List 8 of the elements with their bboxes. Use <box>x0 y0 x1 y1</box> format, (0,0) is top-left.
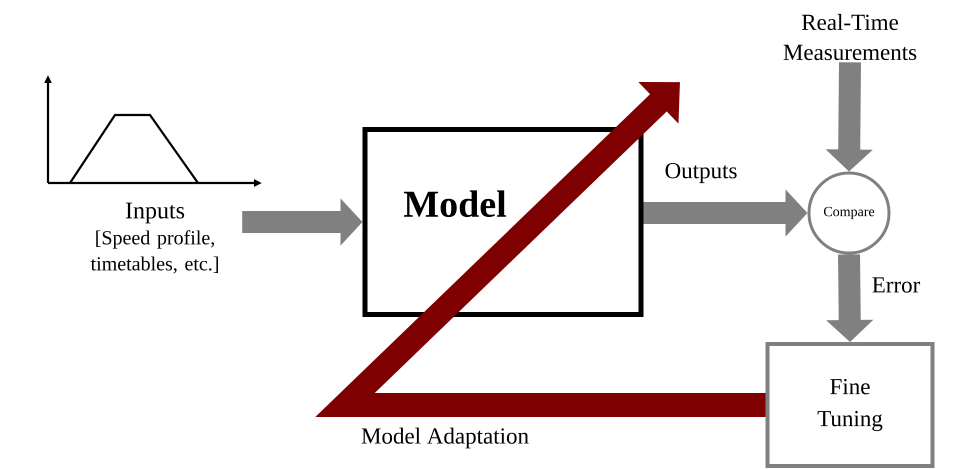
model-box: Model <box>362 127 644 317</box>
measurement-label: Real-Time Measurements <box>784 14 916 60</box>
edge-label: Outputs <box>664 162 738 184</box>
adaptation-arrow <box>315 82 766 417</box>
edge-label: Model Adaptation <box>360 426 530 450</box>
edge-label: Error <box>870 276 922 294</box>
fine-tuning-box: Fine Tuning <box>766 342 934 468</box>
input-label: Inputs [Speed profile, timetables, etc.] <box>90 202 218 274</box>
